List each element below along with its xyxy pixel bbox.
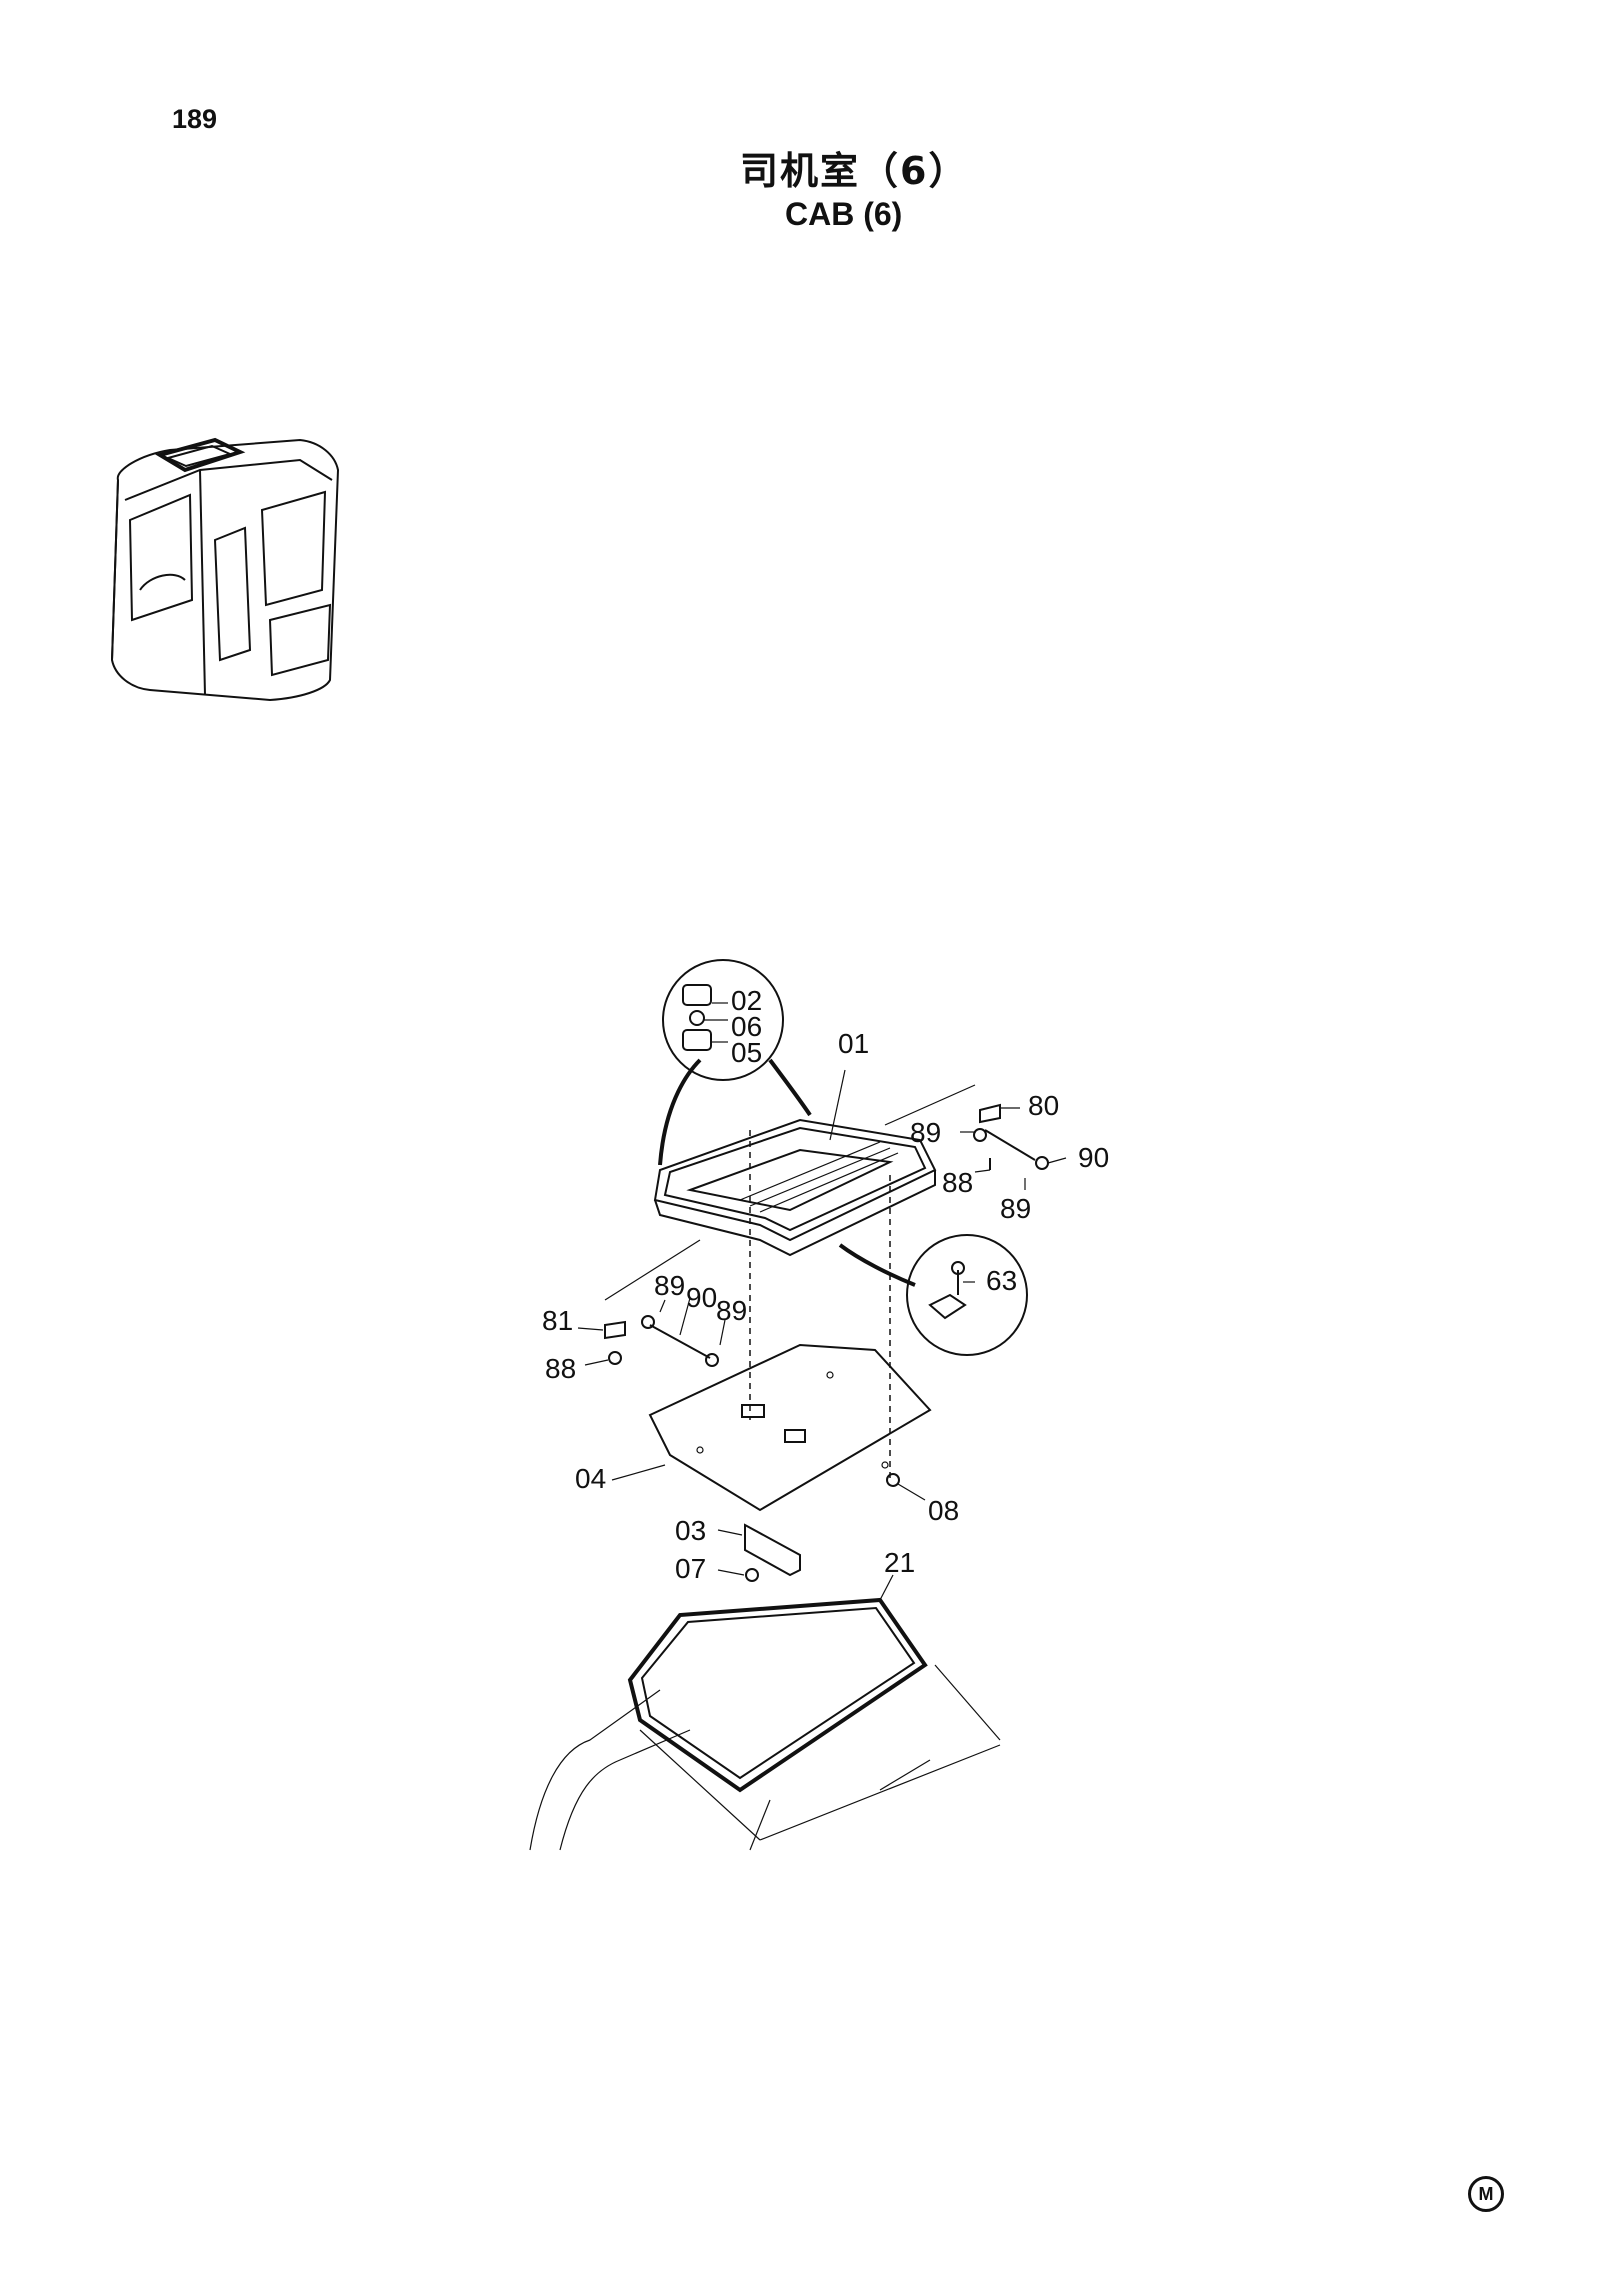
weather-strip-seal [627, 1597, 928, 1793]
cab-roof-outline [529, 1664, 1001, 1851]
callout-02: 02 [731, 985, 762, 1016]
detail-circle-right [906, 1234, 1028, 1356]
callout-90-left: 90 [686, 1282, 717, 1313]
callout-88-right: 88 [942, 1167, 973, 1198]
cab-overview-illustration [110, 437, 340, 702]
callout-06: 06 [731, 1011, 762, 1042]
callout-63: 63 [986, 1265, 1017, 1296]
handle [744, 1473, 900, 1582]
callout-89-lower: 89 [1000, 1193, 1031, 1224]
callout-07: 07 [675, 1553, 706, 1584]
page-number: 189 [172, 104, 218, 134]
stay-assembly-left [604, 1239, 719, 1367]
roof-hatch-frame [653, 1058, 937, 1287]
manufacturer-mark: M [1468, 2176, 1504, 2212]
callout-08: 08 [928, 1495, 959, 1526]
callout-04: 04 [575, 1463, 606, 1494]
page-title-english: CAB (6) [785, 196, 903, 232]
part-callouts: 02 06 05 01 80 89 90 88 89 63 89 90 89 8… [542, 985, 1109, 1584]
leader-lines [577, 1002, 1067, 1601]
page-title-chinese: 司机室（6） [740, 149, 969, 193]
callout-88-left: 88 [545, 1353, 576, 1384]
callout-05: 05 [731, 1037, 762, 1068]
callout-01: 01 [838, 1028, 869, 1059]
callout-89-left-a: 89 [654, 1270, 685, 1301]
callout-03: 03 [675, 1515, 706, 1546]
callout-90-right: 90 [1078, 1142, 1109, 1173]
callout-21: 21 [884, 1547, 915, 1578]
callout-89-upper: 89 [910, 1117, 941, 1148]
detail-circle-top [662, 959, 784, 1081]
stay-assembly-right [884, 1084, 1049, 1170]
inner-panel [648, 1343, 932, 1512]
callout-89-left-b: 89 [716, 1295, 747, 1326]
callout-80: 80 [1028, 1090, 1059, 1121]
callout-81: 81 [542, 1305, 573, 1336]
